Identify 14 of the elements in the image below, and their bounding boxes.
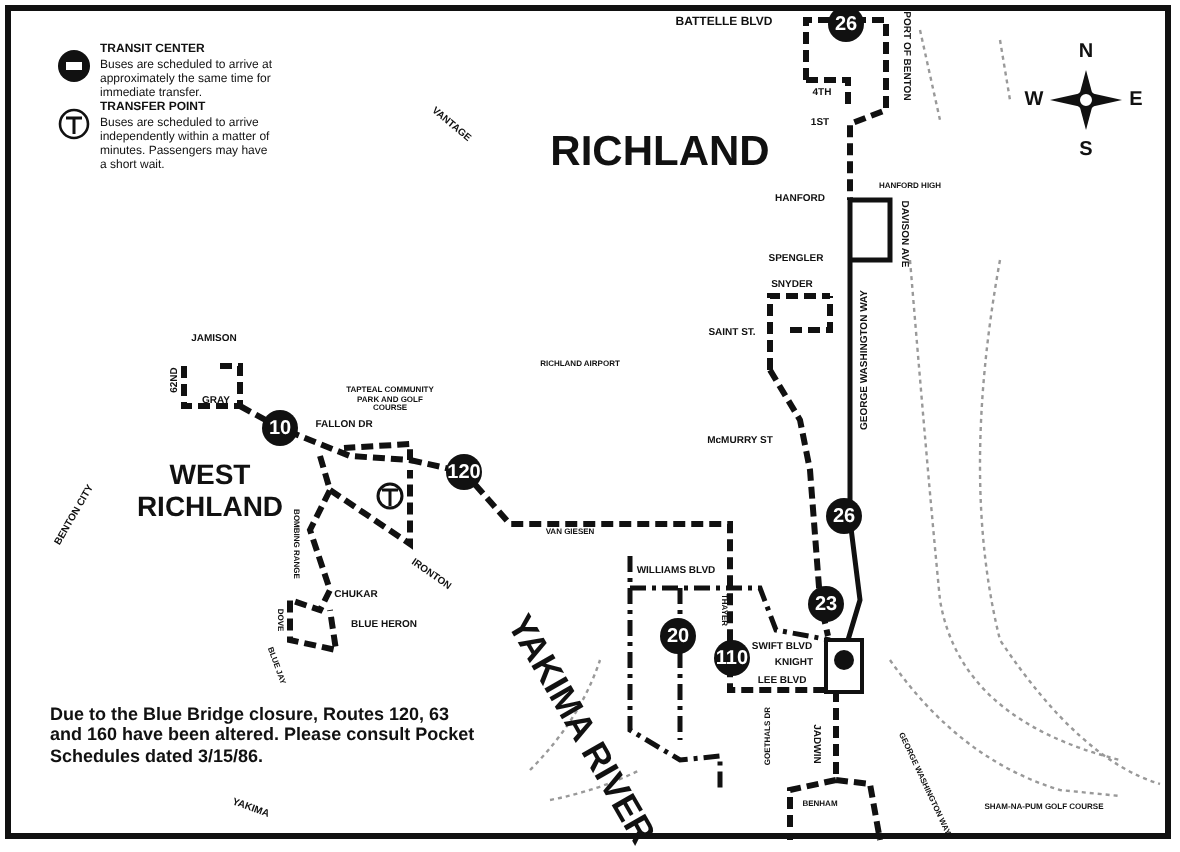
route-marker: 26 — [828, 6, 864, 42]
city-label: RICHLAND — [550, 128, 770, 176]
city-label: WEST RICHLAND — [134, 457, 286, 523]
note-text: Due to the Blue Bridge closure, Routes 120, 63 and 160 have been altered. Please consult Pocket Schedules dated 3/15/86. — [50, 704, 477, 767]
route-marker: 110 — [714, 640, 750, 676]
compass-letter: S — [1079, 139, 1093, 161]
route-marker: 10 — [262, 410, 298, 446]
route-marker: 23 — [808, 586, 844, 622]
route-marker: 120 — [446, 454, 482, 490]
compass-letter: W — [1024, 89, 1044, 111]
route-marker: 20 — [660, 618, 696, 654]
compass-letter: N — [1078, 41, 1094, 63]
compass-letter: E — [1129, 89, 1143, 111]
route-marker: 26 — [826, 498, 862, 534]
